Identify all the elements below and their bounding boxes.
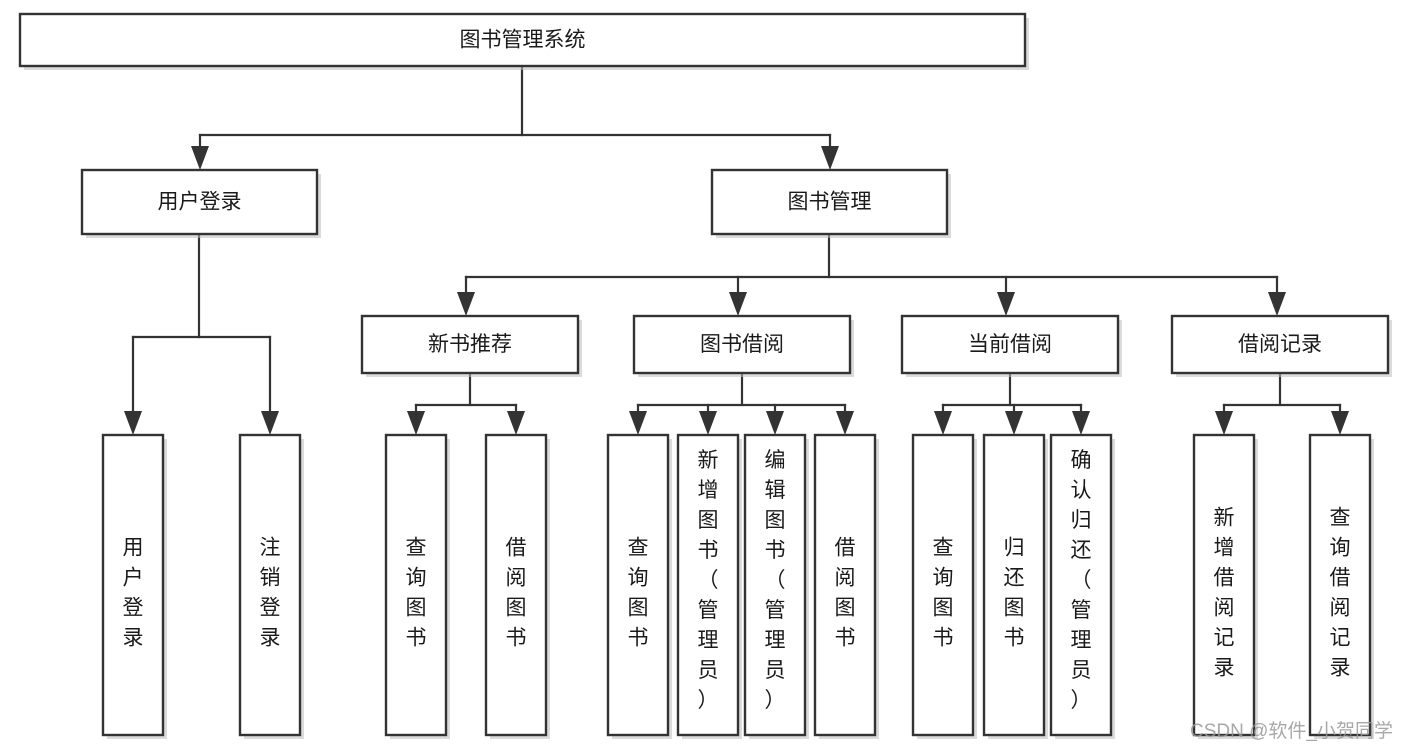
arrow-head-icon <box>836 411 854 435</box>
connector-borrow-record-to-leaves <box>1215 371 1349 435</box>
node-label-book-borrow: 图书借阅 <box>700 333 784 356</box>
node-leaf-borrow-book-recommend[interactable]: 借阅图书 <box>484 433 550 739</box>
connector-user-login-to-leaves <box>124 232 279 435</box>
node-box-new-book-recommend <box>360 314 580 375</box>
node-leaf-return-book[interactable]: 归还图书 <box>982 433 1048 739</box>
node-label-leaf-query-book-current: 查询图书 <box>933 536 954 649</box>
node-box-leaf-query-book-current <box>911 433 975 737</box>
node-label-leaf-borrow-book: 借阅图书 <box>835 536 856 649</box>
node-leaf-confirm-return-admin[interactable]: 确认归还（管理员） <box>1049 433 1115 739</box>
node-label-leaf-return-book: 归还图书 <box>1004 536 1025 649</box>
arrow-head-icon <box>629 411 647 435</box>
node-new-book-recommend[interactable]: 新书推荐 <box>360 314 582 377</box>
connector-new-book-recommend-to-leaves <box>407 371 525 435</box>
node-box-book-borrow <box>632 314 852 375</box>
arrow-head-icon <box>1268 292 1286 316</box>
node-leaf-query-borrow-record[interactable]: 查询借阅记录 <box>1308 433 1374 739</box>
node-box-leaf-confirm-return-admin <box>1049 433 1113 737</box>
node-box-borrow-record <box>1170 314 1390 375</box>
node-label-current-borrow: 当前借阅 <box>968 333 1052 356</box>
node-box-leaf-borrow-book <box>813 433 877 737</box>
connector-book-management-to-level3 <box>457 232 1286 316</box>
connector-layer <box>124 64 1349 435</box>
node-box-leaf-query-book-borrow <box>606 433 670 737</box>
node-box-user-login <box>80 168 319 236</box>
arrow-head-icon <box>934 411 952 435</box>
node-root[interactable]: 图书管理系统 <box>18 12 1029 70</box>
arrow-head-icon <box>1215 411 1233 435</box>
arrow-head-icon <box>507 411 525 435</box>
node-layer: 图书管理系统用户登录图书管理新书推荐图书借阅当前借阅借阅记录用户登录注销登录查询… <box>18 12 1392 739</box>
node-box-leaf-user-login <box>101 433 165 737</box>
arrow-head-icon <box>729 292 747 316</box>
node-box-leaf-query-borrow-record <box>1308 433 1372 737</box>
node-label-leaf-user-login: 用户登录 <box>123 536 144 649</box>
node-label-user-login: 用户登录 <box>158 191 242 214</box>
connector-book-borrow-to-leaves <box>629 371 854 435</box>
node-leaf-query-book-recommend[interactable]: 查询图书 <box>384 433 450 739</box>
node-box-root <box>18 12 1027 68</box>
node-box-leaf-query-book-recommend <box>384 433 448 737</box>
arrow-head-icon <box>1072 411 1090 435</box>
node-label-leaf-query-book-borrow: 查询图书 <box>628 536 649 649</box>
node-box-leaf-add-book-admin <box>676 433 740 737</box>
arrow-head-icon <box>261 411 279 435</box>
node-label-leaf-add-book-admin: 新增图书（管理员） <box>698 449 719 712</box>
node-label-leaf-query-borrow-record: 查询借阅记录 <box>1330 506 1351 679</box>
arrow-head-icon <box>766 411 784 435</box>
node-label-borrow-record: 借阅记录 <box>1238 333 1322 356</box>
arrow-head-icon <box>1005 411 1023 435</box>
arrow-head-icon <box>997 292 1015 316</box>
connector-root-to-level2 <box>191 64 839 170</box>
node-borrow-record[interactable]: 借阅记录 <box>1170 314 1392 377</box>
node-label-root: 图书管理系统 <box>460 29 586 52</box>
arrow-head-icon <box>821 146 839 170</box>
node-book-borrow[interactable]: 图书借阅 <box>632 314 854 377</box>
node-leaf-borrow-book[interactable]: 借阅图书 <box>813 433 879 739</box>
arrow-head-icon <box>191 146 209 170</box>
node-label-leaf-logout: 注销登录 <box>260 536 281 649</box>
connector-current-borrow-to-leaves <box>934 371 1090 435</box>
node-current-borrow[interactable]: 当前借阅 <box>900 314 1122 377</box>
node-box-leaf-logout <box>238 433 302 737</box>
node-label-leaf-edit-book-admin: 编辑图书（管理员） <box>765 449 786 712</box>
node-leaf-user-login[interactable]: 用户登录 <box>101 433 167 739</box>
node-box-leaf-edit-book-admin <box>743 433 807 737</box>
node-label-leaf-query-book-recommend: 查询图书 <box>406 536 427 649</box>
node-label-new-book-recommend: 新书推荐 <box>428 333 512 356</box>
node-box-leaf-return-book <box>982 433 1046 737</box>
arrow-head-icon <box>1331 411 1349 435</box>
node-box-current-borrow <box>900 314 1120 375</box>
arrow-head-icon <box>457 292 475 316</box>
arrow-head-icon <box>124 411 142 435</box>
arrow-head-icon <box>699 411 717 435</box>
node-label-leaf-confirm-return-admin: 确认归还（管理员） <box>1071 449 1092 712</box>
node-box-leaf-borrow-book-recommend <box>484 433 548 737</box>
node-leaf-logout[interactable]: 注销登录 <box>238 433 304 739</box>
node-leaf-query-book-borrow[interactable]: 查询图书 <box>606 433 672 739</box>
node-user-login[interactable]: 用户登录 <box>80 168 321 238</box>
node-leaf-add-book-admin[interactable]: 新增图书（管理员） <box>676 433 742 739</box>
node-box-leaf-add-borrow-record <box>1192 433 1256 737</box>
node-label-book-management: 图书管理 <box>788 191 872 214</box>
node-box-book-management <box>710 168 949 236</box>
arrow-head-icon <box>407 411 425 435</box>
node-leaf-add-borrow-record[interactable]: 新增借阅记录 <box>1192 433 1258 739</box>
node-book-management[interactable]: 图书管理 <box>710 168 951 238</box>
node-leaf-edit-book-admin[interactable]: 编辑图书（管理员） <box>743 433 809 739</box>
node-label-leaf-borrow-book-recommend: 借阅图书 <box>506 536 527 649</box>
node-leaf-query-book-current[interactable]: 查询图书 <box>911 433 977 739</box>
node-label-leaf-add-borrow-record: 新增借阅记录 <box>1214 506 1235 679</box>
